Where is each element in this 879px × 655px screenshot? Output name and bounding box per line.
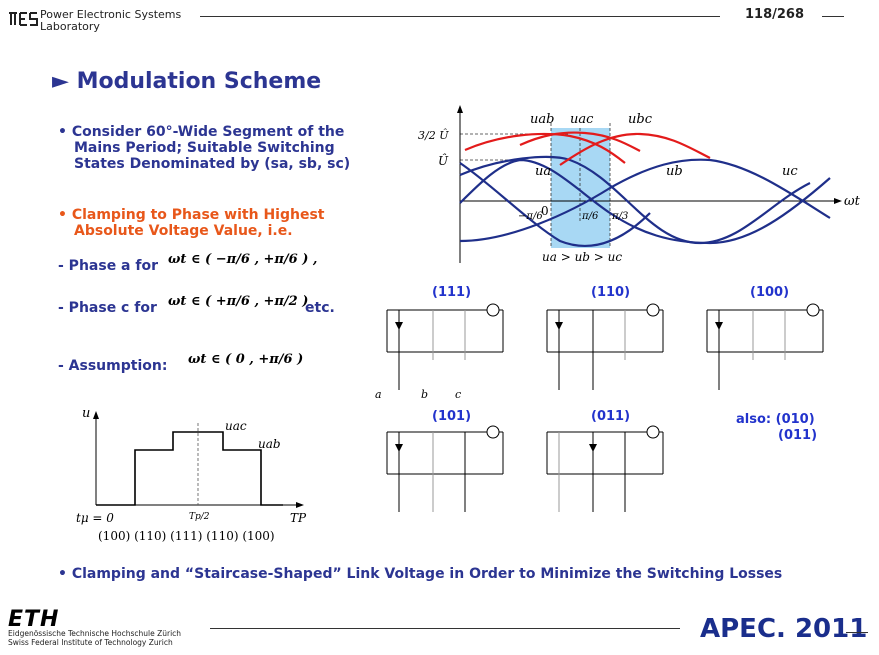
phase-a-label: - Phase a for <box>58 258 158 274</box>
label-zero: 0 <box>541 204 549 218</box>
label-pi3: π/3 <box>611 211 628 222</box>
eth-subtitle: Eidgenössische Technische Hochschule Zür… <box>8 629 181 647</box>
stair-uac: uac <box>225 419 247 433</box>
curve-ua <box>459 155 811 245</box>
lab-line1: Power Electronic Systems <box>40 8 182 21</box>
page-number: 118/268 <box>745 7 805 22</box>
label-u-hat: Û <box>438 152 449 168</box>
header-divider-right <box>822 16 844 17</box>
segment-highlight <box>551 128 610 248</box>
state-111: (111) <box>432 285 472 300</box>
node-b: b <box>421 388 428 400</box>
header-divider <box>200 16 720 17</box>
stair-tp2: Tp/2 <box>189 512 210 522</box>
circuit-111: a b c <box>375 303 504 400</box>
curve-uc <box>459 158 831 245</box>
label-condition: ua > ub > uc <box>542 250 622 264</box>
label-minus-pi6: −π/6 <box>518 211 543 222</box>
state-100: (100) <box>750 285 790 300</box>
label-ub: ub <box>666 164 683 179</box>
state-011: (011) <box>591 409 631 424</box>
phase-c-etc: etc. <box>305 300 335 316</box>
assumption-label: - Assumption: <box>58 358 168 374</box>
circuit-101 <box>386 425 504 512</box>
stair-u: u <box>82 406 90 421</box>
pes-logo-icon <box>9 12 38 26</box>
label-ubc: ubc <box>628 112 653 127</box>
lab-name: Power Electronic Systems Laboratory <box>40 9 181 33</box>
bullet-clamping-line2: Absolute Voltage Value, i.e. <box>74 223 293 239</box>
bullet-clamping: • Clamping to Phase with Highest Absolut… <box>58 207 324 239</box>
label-uac: uac <box>570 112 594 127</box>
stair-tp: TP <box>290 511 307 525</box>
staircase-voltage-diagram: u uac uab tμ = 0 Tp/2 TP (100) (110) (11… <box>76 406 307 543</box>
assumption-interval: ωt ∈ ( 0 , +π/6 ) <box>188 352 304 367</box>
curve-ubc <box>559 132 711 166</box>
bullet-consider-line2: Mains Period; Suitable Switching <box>74 140 335 156</box>
curve-neg <box>459 162 651 248</box>
curve-uac <box>519 131 641 152</box>
phase-c-interval: ωt ∈ ( +π/6 , +π/2 ) <box>168 294 309 309</box>
label-ua: ua <box>535 164 551 179</box>
state-110: (110) <box>591 285 631 300</box>
page-title: ► Modulation Scheme <box>52 69 322 94</box>
node-c: c <box>455 388 461 400</box>
eth-line1: Eidgenössische Technische Hochschule Zür… <box>8 629 182 638</box>
footer-divider-right <box>846 632 868 633</box>
bullet-consider-line3: States Denominated by (sa, sb, sc) <box>74 156 351 172</box>
staircase-trace <box>96 431 283 506</box>
bullet-consider-line1: • Consider 60°-Wide Segment of the <box>58 124 345 140</box>
stair-states: (100) (110) (111) (110) (100) <box>98 529 275 543</box>
label-uab: uab <box>530 112 554 127</box>
eth-logo: ETH <box>8 607 60 632</box>
label-wt: ωt <box>844 194 861 209</box>
bullet-clamping-line1: • Clamping to Phase with Highest <box>58 207 325 223</box>
phase-c-label: - Phase c for <box>58 300 157 316</box>
also-states: also: (010) <box>736 412 815 427</box>
circuit-110 <box>546 303 664 390</box>
three-phase-waveform: uab uac ubc ua ub uc 3/2 Û Û ωt −π/6 0 π… <box>418 105 861 264</box>
circuit-100 <box>706 303 824 390</box>
label-32u: 3/2 Û <box>418 128 449 142</box>
stair-uab: uab <box>258 437 281 451</box>
stair-t0: tμ = 0 <box>76 511 114 525</box>
state-101: (101) <box>432 409 472 424</box>
also-states-2: (011) <box>778 428 818 443</box>
label-uc: uc <box>782 164 798 179</box>
eth-line2: Swiss Federal Institute of Technology Zu… <box>8 638 173 647</box>
lab-line2: Laboratory <box>40 20 100 33</box>
label-pi6: π/6 <box>581 211 599 222</box>
curve-uab <box>464 132 626 164</box>
circuit-011 <box>546 425 664 512</box>
curve-ub <box>459 158 831 243</box>
footer-divider <box>210 628 680 629</box>
phase-a-interval: ωt ∈ ( −π/6 , +π/6 ) , <box>168 252 318 267</box>
bottom-bullet: • Clamping and “Staircase-Shaped” Link V… <box>58 566 783 582</box>
apec-logo: APEC. 2011 <box>700 614 868 644</box>
bullet-consider: • Consider 60°-Wide Segment of the Mains… <box>58 124 350 172</box>
node-a: a <box>375 388 382 400</box>
